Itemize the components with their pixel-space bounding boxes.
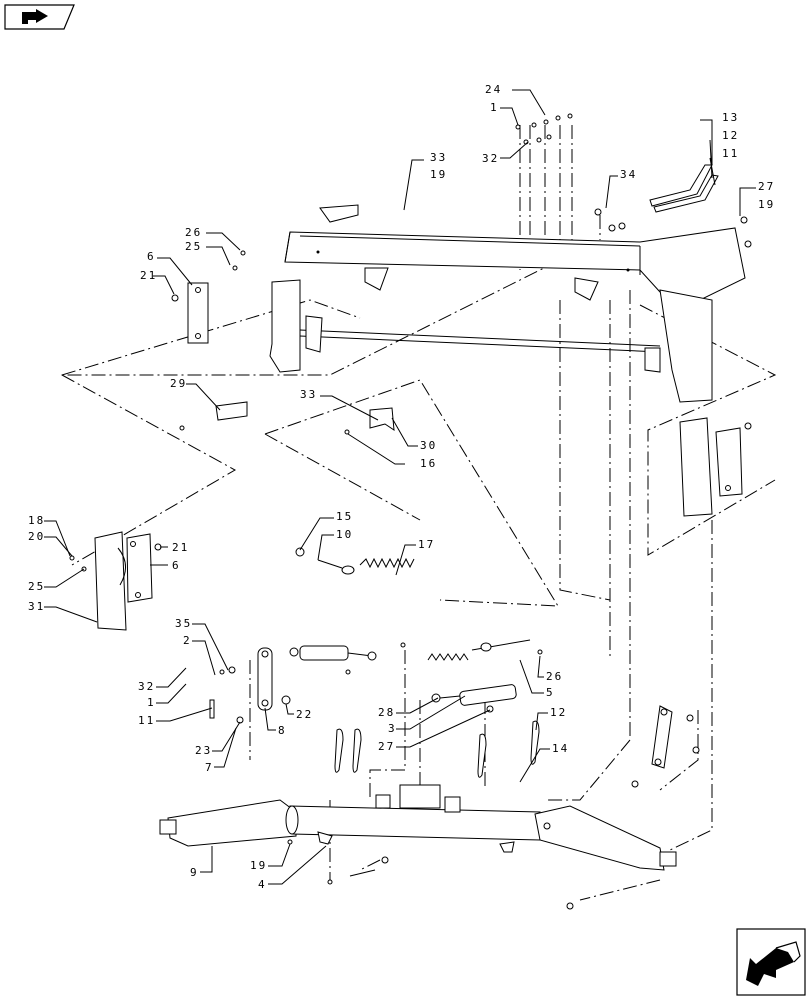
callout-1: 1 xyxy=(147,696,156,709)
callout-5: 5 xyxy=(546,686,555,699)
callout-30: 30 xyxy=(420,439,437,452)
callout-7: 7 xyxy=(205,761,214,774)
callout-10: 10 xyxy=(336,528,353,541)
callout-12: 12 xyxy=(550,706,567,719)
callout-21: 21 xyxy=(172,541,189,554)
callout-25: 25 xyxy=(28,580,45,593)
callout-19: 19 xyxy=(250,859,267,872)
callout-3: 3 xyxy=(388,722,397,735)
brackets xyxy=(94,282,752,631)
callout-26: 26 xyxy=(546,670,563,683)
callout-labels: 24 1 32 33 19 13 12 11 34 27 19 26 25 6 … xyxy=(28,83,775,891)
leader-lines xyxy=(44,89,756,885)
callout-23: 23 xyxy=(195,744,212,757)
callout-24: 24 xyxy=(485,83,502,96)
callout-12: 12 xyxy=(722,129,739,142)
callout-6: 6 xyxy=(147,250,156,263)
upper-frame-assembly xyxy=(269,204,746,403)
hardware xyxy=(69,113,752,910)
callout-15: 15 xyxy=(336,510,353,523)
callout-19: 19 xyxy=(758,198,775,211)
callout-13: 13 xyxy=(722,111,739,124)
nav-next-button[interactable] xyxy=(736,928,806,996)
back-arrow-icon xyxy=(4,4,75,30)
callout-34: 34 xyxy=(620,168,637,181)
callout-19: 19 xyxy=(430,168,447,181)
blade-parts-11-13 xyxy=(649,164,719,213)
callout-14: 14 xyxy=(552,742,569,755)
callout-18: 18 xyxy=(28,514,45,527)
callout-27: 27 xyxy=(758,180,775,193)
callout-28: 28 xyxy=(378,706,395,719)
callout-17: 17 xyxy=(418,538,435,551)
main-axle xyxy=(159,784,677,871)
callout-20: 20 xyxy=(28,530,45,543)
callout-33: 33 xyxy=(300,388,317,401)
callout-9: 9 xyxy=(190,866,199,879)
callout-33: 33 xyxy=(430,151,447,164)
springs xyxy=(317,557,531,661)
callout-35: 35 xyxy=(175,617,192,630)
callout-2: 2 xyxy=(183,634,192,647)
callout-29: 29 xyxy=(170,377,187,390)
callout-11: 11 xyxy=(138,714,155,727)
callout-25: 25 xyxy=(185,240,202,253)
callout-22: 22 xyxy=(296,708,313,721)
callout-32: 32 xyxy=(138,680,155,693)
callout-4: 4 xyxy=(258,878,267,891)
callout-32: 32 xyxy=(482,152,499,165)
callout-26: 26 xyxy=(185,226,202,239)
callout-1: 1 xyxy=(490,101,499,114)
link-arms xyxy=(209,647,673,778)
callout-11: 11 xyxy=(722,147,739,160)
callout-21: 21 xyxy=(140,269,157,282)
callout-8: 8 xyxy=(278,724,287,737)
callout-31: 31 xyxy=(28,600,45,613)
next-arrow-icon xyxy=(736,928,806,996)
nav-back-button[interactable] xyxy=(4,4,76,30)
callout-27: 27 xyxy=(378,740,395,753)
callout-16: 16 xyxy=(420,457,437,470)
cylinders xyxy=(289,645,517,706)
callout-6: 6 xyxy=(172,559,181,572)
